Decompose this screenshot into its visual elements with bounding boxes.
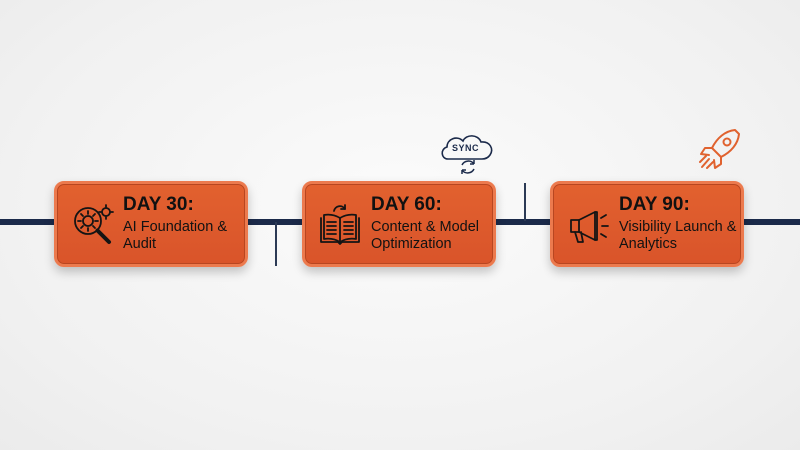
milestone-title: Visibility Launch & Analytics	[619, 219, 737, 252]
timeline-tick-1	[275, 222, 277, 266]
rocket-icon	[695, 126, 743, 174]
sync-label: SYNC	[452, 143, 480, 153]
milestone-title: AI Foundation & Audit	[123, 219, 227, 252]
milestone-card-day-30[interactable]: DAY 30: AI Foundation & Audit	[54, 181, 248, 267]
milestone-card-day-60[interactable]: DAY 60: Content & Model Optimization	[302, 181, 496, 267]
megaphone-icon	[565, 202, 611, 248]
gear-magnifier-icon	[69, 202, 115, 248]
milestone-card-day-90[interactable]: DAY 90: Visibility Launch & Analytics	[550, 181, 744, 267]
milestone-title: Content & Model Optimization	[371, 219, 480, 252]
sync-cloud-icon	[438, 131, 498, 177]
book-sync-icon	[317, 202, 363, 248]
milestone-day: DAY 90:	[619, 194, 690, 215]
milestone-day: DAY 60:	[371, 194, 442, 215]
timeline-tick-2	[524, 183, 526, 221]
milestone-day: DAY 30:	[123, 194, 194, 215]
